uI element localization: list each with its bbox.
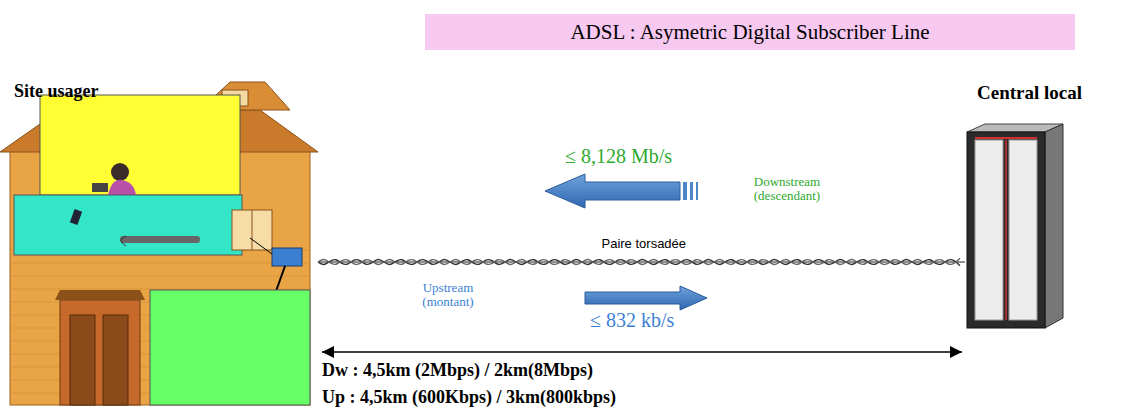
node-heading: Central local [977, 82, 1082, 104]
upstream-arrow [585, 286, 707, 310]
house-illustration [0, 75, 318, 419]
downstream-arrow [545, 174, 698, 208]
downstream-label: Downstream (descendant) [742, 175, 832, 202]
exchange-cabinet [965, 122, 1065, 332]
upstream-rate: ≤ 832 kb/s [590, 310, 674, 331]
exchange-node: Central local [965, 82, 1133, 332]
twisted-pair [318, 258, 965, 265]
upstream-distance: Up : 4,5km (600Kbps) / 3km(800kbps) [322, 388, 616, 407]
upstream-label: Upstream (montant) [408, 281, 488, 308]
edge-label: Paire torsadée [600, 236, 689, 251]
downstream-rate: ≤ 8,128 Mb/s [565, 146, 672, 167]
title-text: ADSL : Asymetric Digital Subscriber Line [570, 20, 929, 45]
title-banner: ADSL : Asymetric Digital Subscriber Line [425, 14, 1075, 50]
house-node: Site usager [0, 75, 318, 419]
dimension-line [322, 351, 962, 353]
node-heading: Site usager [14, 81, 99, 102]
downstream-distance: Dw : 4,5km (2Mbps) / 2km(8Mbps) [322, 361, 593, 380]
